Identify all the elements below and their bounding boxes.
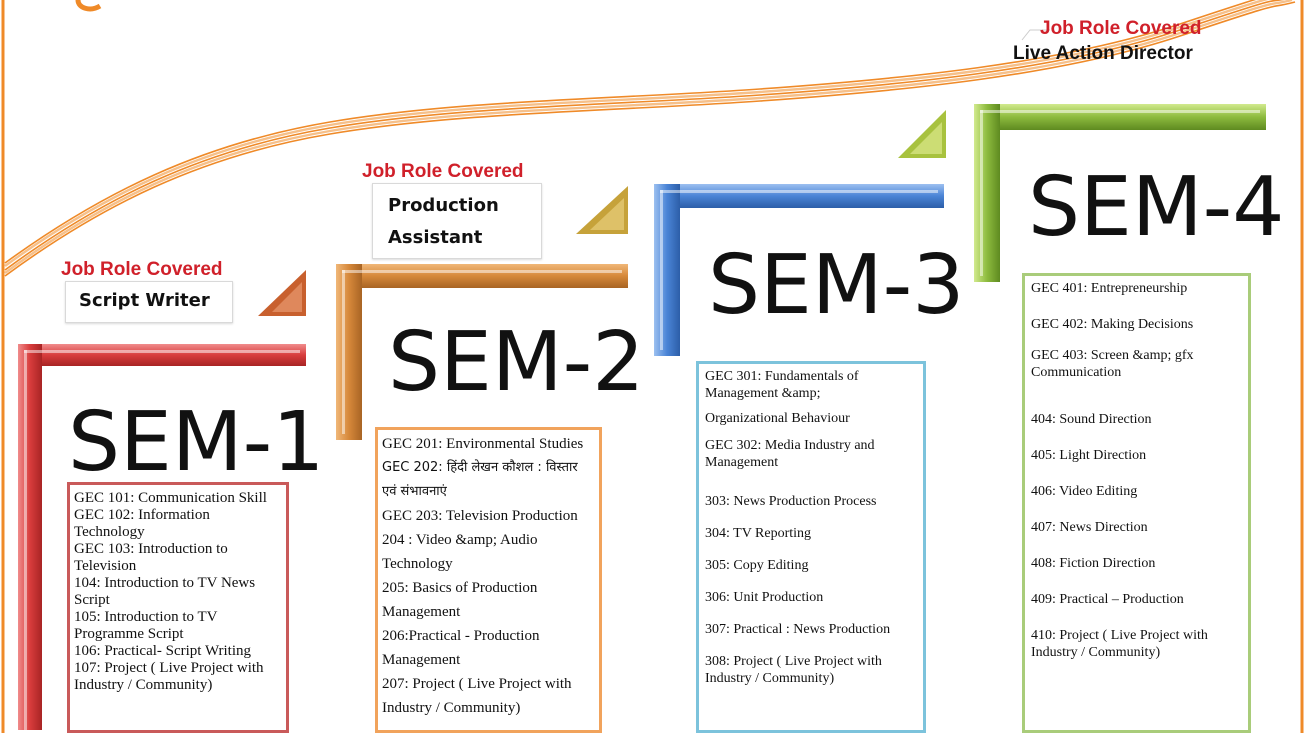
course-item: GEC 402: Making Decisions xyxy=(1031,317,1194,332)
course-item: 105: Introduction to TV Programme Script xyxy=(74,609,218,642)
sem-2-role-box: Production Assistant xyxy=(372,183,542,259)
course-item: 404: Sound Direction xyxy=(1031,412,1152,427)
course-item: GEC 103: Introduction to Television xyxy=(74,541,228,574)
course-item: 410: Project ( Live Project with Industr… xyxy=(1031,628,1208,660)
course-item: 206:Practical - Production Management xyxy=(382,628,540,668)
course-item: 307: Practical : News Production xyxy=(705,622,891,637)
course-item: Organizational Behaviour xyxy=(705,411,850,426)
course-item: 303: News Production Process xyxy=(705,494,877,509)
sem-3-course-list: GEC 301: Fundamentals of Management &amp… xyxy=(696,361,926,733)
course-item: 408: Fiction Direction xyxy=(1031,556,1156,571)
course-item: 204 : Video &amp; Audio Technology xyxy=(382,532,538,572)
sem-4-job-role-label: Job Role Covered xyxy=(1040,18,1202,39)
course-item: 106: Practical- Script Writing xyxy=(74,643,251,659)
sem-1-course-list: GEC 101: Communication Skill GEC 102: In… xyxy=(67,482,289,733)
sem-2-title: SEM-2 xyxy=(388,315,645,410)
course-item: 305: Copy Editing xyxy=(705,558,809,573)
sem-2-role-text-line1: Production xyxy=(388,195,499,216)
course-item: 306: Unit Production xyxy=(705,590,824,605)
sem-1-job-role-label: Job Role Covered xyxy=(61,259,223,280)
course-item: 409: Practical – Production xyxy=(1031,592,1184,607)
sem-1-role-text: Script Writer xyxy=(79,290,210,311)
sem-4-role-text: Live Action Director xyxy=(1013,43,1193,64)
course-item: 107: Project ( Live Project with Industr… xyxy=(74,660,264,693)
course-item: GEC 403: Screen &amp; gfx Communication xyxy=(1031,348,1194,380)
course-item: 407: News Direction xyxy=(1031,520,1148,535)
course-item: GEC 301: Fundamentals of Management &amp… xyxy=(705,369,859,401)
course-item: GEC 201: Environmental Studies xyxy=(382,436,584,452)
course-item: 207: Project ( Live Project with Industr… xyxy=(382,676,572,716)
sem-1-title: SEM-1 xyxy=(68,395,325,490)
course-item: 308: Project ( Live Project with Industr… xyxy=(705,654,882,686)
course-item: GEC 401: Entrepreneurship xyxy=(1031,281,1188,296)
course-item: 205: Basics of Production Management xyxy=(382,580,538,620)
course-item: 406: Video Editing xyxy=(1031,484,1138,499)
sem-2-job-role-label: Job Role Covered xyxy=(362,161,524,182)
course-item: GEC 101: Communication Skill xyxy=(74,490,267,506)
sem-4-course-list: GEC 401: Entrepreneurship GEC 402: Makin… xyxy=(1022,273,1251,733)
sem-3-title: SEM-3 xyxy=(708,238,965,333)
sem-2-course-list: GEC 201: Environmental Studies GEC 202: … xyxy=(375,427,602,733)
course-item: GEC 202: हिंदी लेखन कौशल : विस्तार एवं स… xyxy=(382,460,578,499)
sem-4-title: SEM-4 xyxy=(1028,160,1285,255)
course-item: GEC 102: Information Technology xyxy=(74,507,210,540)
course-item: GEC 203: Television Production xyxy=(382,508,578,524)
course-item: 405: Light Direction xyxy=(1031,448,1147,463)
sem-1-role-box: Script Writer xyxy=(65,281,233,323)
sem-2-role-text-line2: Assistant xyxy=(388,227,483,248)
course-item: GEC 302: Media Industry and Management xyxy=(705,438,875,470)
course-item: 304: TV Reporting xyxy=(705,526,812,541)
course-item: 104: Introduction to TV News Script xyxy=(74,575,256,608)
